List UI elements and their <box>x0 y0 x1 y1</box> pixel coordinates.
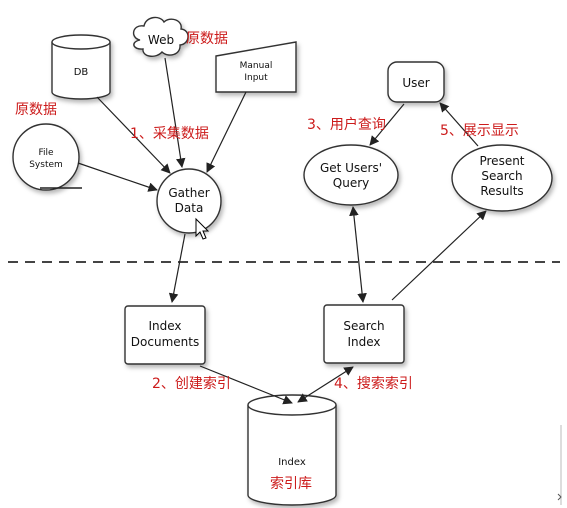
edge-user-query <box>369 103 405 146</box>
annotation-step5: 5、展示显示 <box>440 123 519 139</box>
present-search-results-label-line2: Search <box>481 169 522 183</box>
manual-input-label-line1: Manual <box>240 61 273 71</box>
edge-searchindex-results <box>391 210 487 301</box>
search-index-label-line1: Search <box>343 319 384 333</box>
edge-filesystem-gather <box>77 162 158 192</box>
get-users-query-label-line2: Query <box>333 176 369 190</box>
annotation-raw-data-left: 原数据 <box>15 102 57 118</box>
edge-query-searchindex <box>349 206 367 303</box>
gather-data-label-line2: Data <box>175 201 204 215</box>
user-node: User <box>387 61 445 103</box>
get-users-query-label-line1: Get Users' <box>320 161 382 175</box>
index-documents-label-line1: Index <box>148 319 181 333</box>
annotation-step1: 1、采集数据 <box>130 125 209 142</box>
annotation-step2: 2、创建索引 <box>152 375 231 392</box>
db-label: DB <box>74 67 89 78</box>
edge-gather-indexdocs <box>168 233 186 303</box>
edge-manual-gather <box>206 91 247 173</box>
annotation-raw-data-top: 原数据 <box>186 31 228 47</box>
get-users-query-node: Get Users' Query <box>303 144 399 206</box>
gather-data-node: Gather Data <box>156 168 222 234</box>
annotation-index-store: 索引库 <box>270 475 312 492</box>
file-system-label-line1: File <box>38 148 54 158</box>
db-node: DB <box>51 34 111 100</box>
manual-input-label-line2: Input <box>244 73 268 83</box>
search-index-node: Search Index <box>323 304 405 364</box>
web-node: Web <box>133 16 189 57</box>
manual-input-node: Manual Input <box>215 41 297 93</box>
file-system-node: File System <box>12 123 82 191</box>
annotation-step3: 3、用户查询 <box>307 116 386 133</box>
annotation-step4: 4、搜索索引 <box>334 375 413 392</box>
present-search-results-label-line1: Present <box>479 154 524 168</box>
index-label: Index <box>278 457 306 468</box>
user-label: User <box>402 76 429 90</box>
present-search-results-label-line3: Results <box>480 184 523 198</box>
web-label: Web <box>148 33 174 47</box>
edge-index-searchindex <box>297 366 354 403</box>
edge-results-user <box>439 102 479 147</box>
edges <box>77 57 487 405</box>
edge-web-gather <box>164 57 186 168</box>
index-documents-label-line2: Documents <box>131 335 199 349</box>
index-documents-node: Index Documents <box>124 305 206 365</box>
file-system-label-line2: System <box>29 160 63 170</box>
present-search-results-node: Present Search Results <box>451 144 553 212</box>
gather-data-label-line1: Gather <box>168 186 209 200</box>
index-node: Index <box>247 394 337 506</box>
mouse-cursor-icon <box>195 217 210 240</box>
search-index-label-line2: Index <box>347 335 380 349</box>
edge-db-gather <box>96 96 171 174</box>
edge-indexdocs-index <box>199 365 293 405</box>
small-caret-icon <box>557 493 562 501</box>
